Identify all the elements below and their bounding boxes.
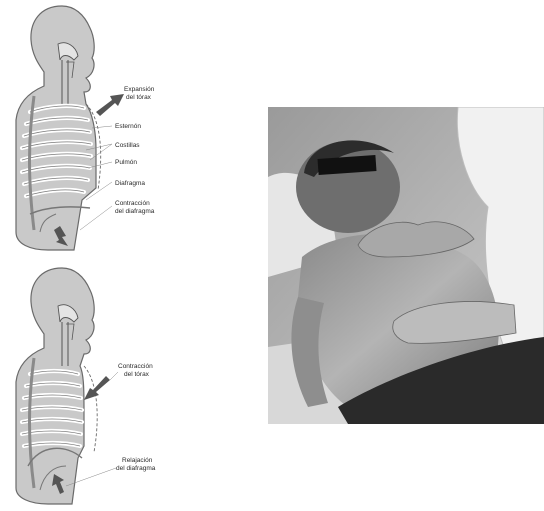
exhalation-diagram-svg: Contracción del tórax Relajación del dia… bbox=[0, 262, 200, 506]
inhalation-diagram: Expansión del tórax Esternón Costillas P… bbox=[0, 0, 200, 252]
label-diaphragm-relaxation-1: Relajación bbox=[122, 457, 153, 464]
patient-head bbox=[296, 141, 400, 233]
label-diaphragm-contraction-1: Contracción bbox=[115, 200, 150, 207]
label-chest-contraction-2: del tórax bbox=[124, 371, 150, 378]
exhalation-diagram: Contracción del tórax Relajación del dia… bbox=[0, 262, 200, 506]
chest-examination-photo bbox=[268, 107, 544, 424]
label-chest-expansion-1: Expansión bbox=[124, 86, 155, 93]
label-chest-expansion-2: del tórax bbox=[126, 94, 152, 101]
body-silhouette bbox=[16, 6, 101, 250]
inhalation-diagram-svg: Expansión del tórax Esternón Costillas P… bbox=[0, 0, 200, 252]
chest-expansion-arrow bbox=[96, 94, 124, 116]
label-diaphragm-relaxation-2: del diafragma bbox=[116, 465, 156, 472]
photo-illustration bbox=[268, 107, 544, 424]
label-diaphragm-contraction-2: del diafragma bbox=[115, 208, 155, 215]
label-chest-contraction-1: Contracción bbox=[118, 363, 153, 370]
label-lungs: Pulmón bbox=[115, 159, 137, 166]
label-diaphragm: Diafragma bbox=[115, 180, 145, 187]
label-ribs: Costillas bbox=[115, 142, 140, 149]
label-sternum: Esternón bbox=[115, 123, 141, 130]
chest-contraction-arrow bbox=[84, 376, 110, 400]
